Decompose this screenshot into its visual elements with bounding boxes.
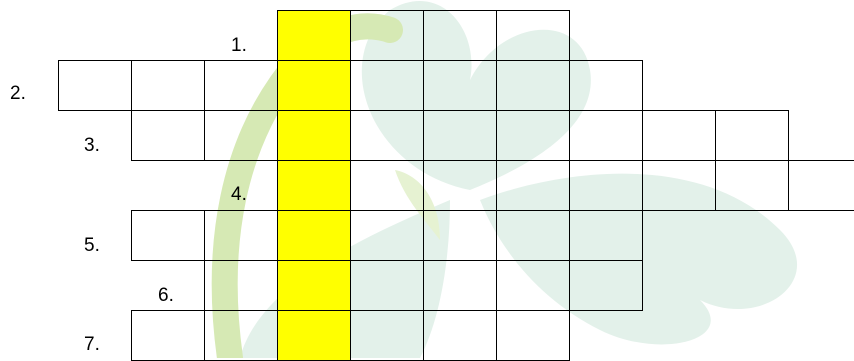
- crossword-cell[interactable]: [496, 210, 570, 261]
- crossword-cell[interactable]: [788, 160, 854, 211]
- clue-number-7: 7.: [84, 335, 100, 355]
- clue-number-6: 6.: [158, 286, 174, 306]
- crossword-cell[interactable]: [715, 110, 789, 161]
- crossword-cell[interactable]: [204, 310, 278, 361]
- crossword-cell[interactable]: [131, 110, 205, 161]
- crossword-cell[interactable]: [131, 310, 205, 361]
- crossword-cell[interactable]: [350, 110, 424, 161]
- crossword-cell[interactable]: [277, 110, 351, 161]
- crossword-cell[interactable]: [496, 160, 570, 211]
- clue-number-4: 4.: [231, 185, 247, 205]
- crossword-cell[interactable]: [423, 110, 497, 161]
- crossword-cell[interactable]: [423, 10, 497, 61]
- crossword-cell[interactable]: [277, 310, 351, 361]
- crossword-cell[interactable]: [423, 260, 497, 311]
- clue-number-3: 3.: [84, 136, 100, 156]
- clue-number-1: 1.: [231, 36, 247, 56]
- crossword-cell[interactable]: [277, 260, 351, 311]
- crossword-cell[interactable]: [131, 210, 205, 261]
- crossword-cell[interactable]: [569, 210, 643, 261]
- crossword-cell[interactable]: [496, 310, 570, 361]
- crossword-cell[interactable]: [58, 60, 132, 111]
- clue-number-5: 5.: [84, 236, 100, 256]
- crossword-cell[interactable]: [350, 60, 424, 111]
- crossword-cell[interactable]: [423, 60, 497, 111]
- crossword-cell[interactable]: [423, 210, 497, 261]
- crossword-cell[interactable]: [204, 210, 278, 261]
- crossword-cell[interactable]: [569, 110, 643, 161]
- crossword-cell[interactable]: [350, 160, 424, 211]
- crossword-cell[interactable]: [277, 60, 351, 111]
- crossword-cell[interactable]: [496, 260, 570, 311]
- crossword-cell[interactable]: [569, 260, 643, 311]
- crossword-cell[interactable]: [204, 60, 278, 111]
- crossword-cell[interactable]: [277, 210, 351, 261]
- crossword-cell[interactable]: [496, 10, 570, 61]
- crossword-cell[interactable]: [204, 260, 278, 311]
- crossword-cell[interactable]: [642, 160, 716, 211]
- crossword-cell[interactable]: [642, 110, 716, 161]
- crossword-cell[interactable]: [423, 160, 497, 211]
- clue-number-2: 2.: [10, 84, 26, 104]
- crossword-cell[interactable]: [277, 10, 351, 61]
- crossword-cell[interactable]: [496, 110, 570, 161]
- crossword-cell[interactable]: [569, 60, 643, 111]
- crossword-cell[interactable]: [350, 260, 424, 311]
- crossword-cell[interactable]: [496, 60, 570, 111]
- crossword-cell[interactable]: [350, 310, 424, 361]
- crossword-cell[interactable]: [277, 160, 351, 211]
- crossword-cell[interactable]: [350, 10, 424, 61]
- crossword-cell[interactable]: [131, 60, 205, 111]
- crossword-cell[interactable]: [204, 110, 278, 161]
- crossword-cell[interactable]: [715, 160, 789, 211]
- crossword-cell[interactable]: [350, 210, 424, 261]
- crossword-cell[interactable]: [569, 160, 643, 211]
- crossword-cell[interactable]: [423, 310, 497, 361]
